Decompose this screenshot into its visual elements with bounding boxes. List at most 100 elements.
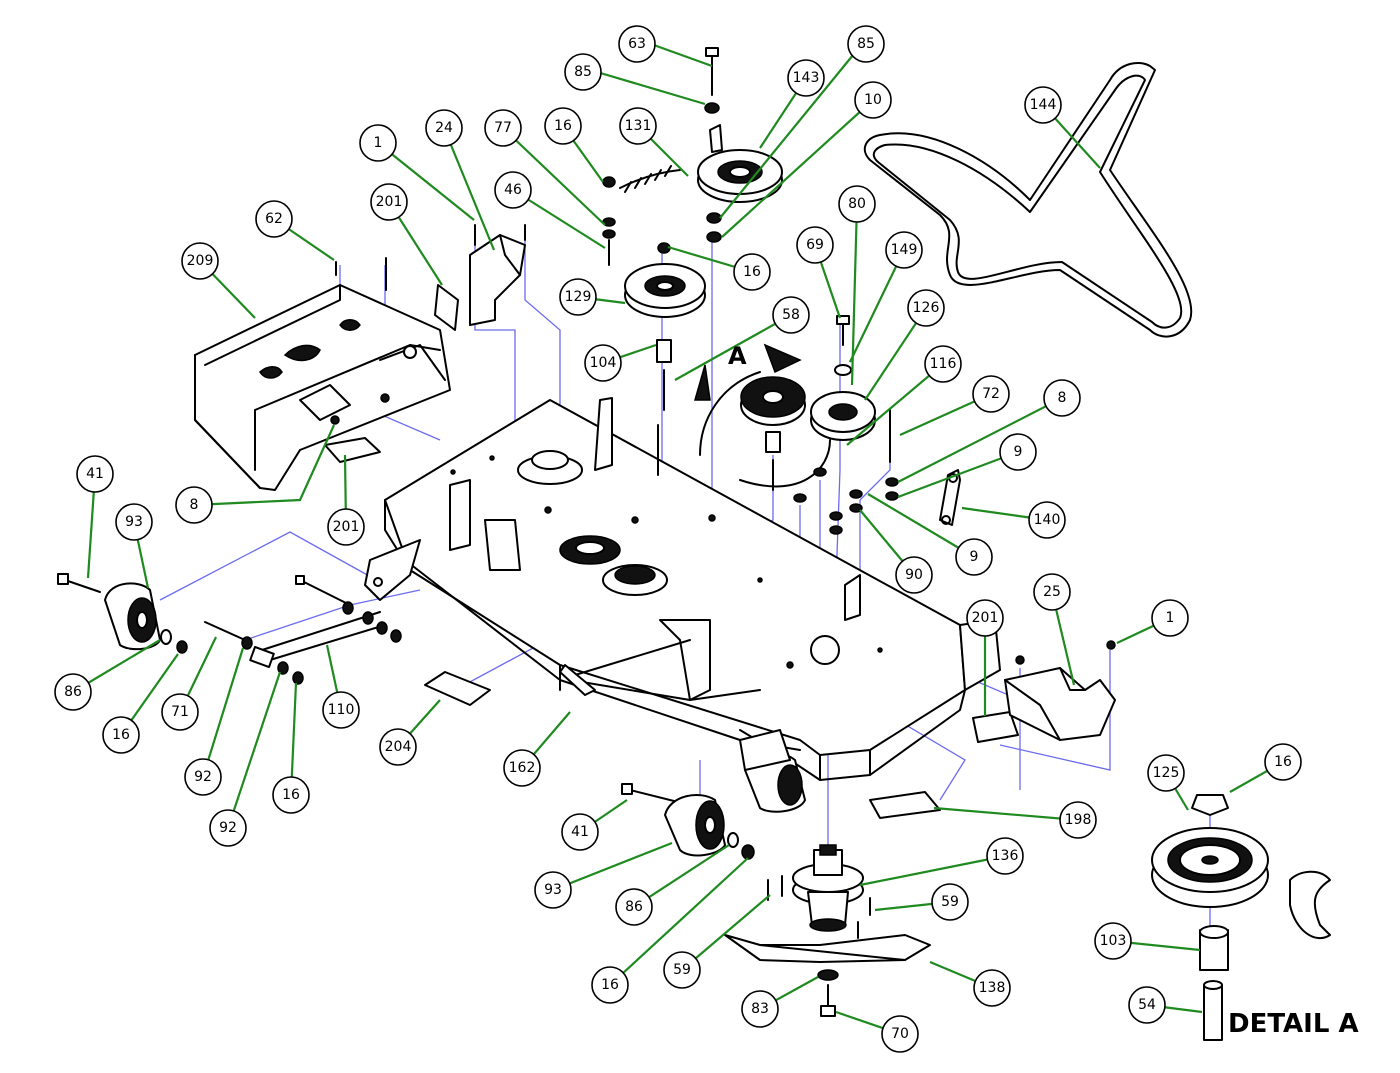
svg-text:24: 24 xyxy=(435,120,453,136)
callout-201[interactable]: 201 xyxy=(966,599,1004,637)
svg-text:16: 16 xyxy=(743,264,761,280)
callout-198[interactable]: 198 xyxy=(1059,801,1097,839)
callout-85[interactable]: 85 xyxy=(847,25,885,63)
callout-16[interactable]: 16 xyxy=(102,716,140,754)
callout-1[interactable]: 1 xyxy=(1151,599,1189,637)
callout-90[interactable]: 90 xyxy=(895,556,933,594)
callout-93[interactable]: 93 xyxy=(115,503,153,541)
callout-59[interactable]: 59 xyxy=(931,883,969,921)
svg-text:131: 131 xyxy=(625,118,652,134)
svg-text:59: 59 xyxy=(941,894,959,910)
callout-10[interactable]: 10 xyxy=(854,81,892,119)
callout-59[interactable]: 59 xyxy=(663,951,701,989)
callout-104[interactable]: 104 xyxy=(584,344,622,382)
hardware-stack-center xyxy=(602,47,722,266)
svg-text:71: 71 xyxy=(171,704,189,720)
svg-text:90: 90 xyxy=(905,567,923,583)
svg-text:8: 8 xyxy=(190,497,199,513)
callout-138[interactable]: 138 xyxy=(973,969,1011,1007)
callout-201[interactable]: 201 xyxy=(327,508,365,546)
callout-9[interactable]: 9 xyxy=(999,433,1037,471)
svg-text:125: 125 xyxy=(1153,765,1180,781)
idler-pulley-129 xyxy=(624,263,706,476)
callout-103[interactable]: 103 xyxy=(1094,922,1132,960)
view-arrow-label: A xyxy=(728,342,747,370)
callout-70[interactable]: 70 xyxy=(881,1015,919,1053)
callout-71[interactable]: 71 xyxy=(161,693,199,731)
svg-text:16: 16 xyxy=(601,977,619,993)
callout-131[interactable]: 131 xyxy=(619,107,657,145)
svg-text:104: 104 xyxy=(590,355,617,371)
callout-16[interactable]: 16 xyxy=(733,253,771,291)
callout-201[interactable]: 201 xyxy=(370,183,408,221)
callout-85[interactable]: 85 xyxy=(564,53,602,91)
svg-text:86: 86 xyxy=(64,684,82,700)
callout-16[interactable]: 16 xyxy=(544,107,582,145)
callout-110[interactable]: 110 xyxy=(322,691,360,729)
callout-116[interactable]: 116 xyxy=(924,345,962,383)
callout-143[interactable]: 143 xyxy=(787,59,825,97)
callout-41[interactable]: 41 xyxy=(76,455,114,493)
callout-86[interactable]: 86 xyxy=(615,888,653,926)
callout-8[interactable]: 8 xyxy=(1043,379,1081,417)
decal-201-lower xyxy=(324,437,381,463)
callout-69[interactable]: 69 xyxy=(796,226,834,264)
pivot-rod-assembly xyxy=(204,575,402,685)
callout-144[interactable]: 144 xyxy=(1024,86,1062,124)
callout-140[interactable]: 140 xyxy=(1028,501,1066,539)
decal-201-right xyxy=(972,711,1019,743)
svg-text:16: 16 xyxy=(554,118,572,134)
callout-136[interactable]: 136 xyxy=(986,837,1024,875)
callout-204[interactable]: 204 xyxy=(379,728,417,766)
callout-86[interactable]: 86 xyxy=(54,673,92,711)
svg-text:41: 41 xyxy=(571,824,589,840)
svg-text:204: 204 xyxy=(385,739,412,755)
callout-80[interactable]: 80 xyxy=(838,185,876,223)
wheel-93-center xyxy=(621,783,755,860)
svg-text:46: 46 xyxy=(504,182,522,198)
svg-text:70: 70 xyxy=(891,1026,909,1042)
svg-text:16: 16 xyxy=(1274,754,1292,770)
callout-24[interactable]: 24 xyxy=(425,109,463,147)
callout-92[interactable]: 92 xyxy=(209,809,247,847)
svg-text:129: 129 xyxy=(565,289,592,305)
callout-58[interactable]: 58 xyxy=(772,296,810,334)
callout-62[interactable]: 62 xyxy=(255,200,293,238)
spindle-136 xyxy=(767,844,871,939)
callout-125[interactable]: 125 xyxy=(1147,754,1185,792)
callout-41[interactable]: 41 xyxy=(561,813,599,851)
callout-9[interactable]: 9 xyxy=(955,538,993,576)
callout-54[interactable]: 54 xyxy=(1128,986,1166,1024)
callout-46[interactable]: 46 xyxy=(494,171,532,209)
callout-92[interactable]: 92 xyxy=(184,758,222,796)
decal-204 xyxy=(424,671,491,706)
svg-text:93: 93 xyxy=(125,514,143,530)
callout-126[interactable]: 126 xyxy=(907,289,945,327)
callout-16[interactable]: 16 xyxy=(1264,743,1302,781)
callout-83[interactable]: 83 xyxy=(741,990,779,1028)
callout-129[interactable]: 129 xyxy=(559,278,597,316)
belt-cover-209 xyxy=(194,257,451,491)
callout-209[interactable]: 209 xyxy=(181,242,219,280)
callout-93[interactable]: 93 xyxy=(534,871,572,909)
wheel-front-right xyxy=(739,729,806,813)
svg-text:72: 72 xyxy=(982,386,1000,402)
svg-text:80: 80 xyxy=(848,196,866,212)
svg-text:1: 1 xyxy=(1166,610,1175,626)
callout-25[interactable]: 25 xyxy=(1033,573,1071,611)
blade-138 xyxy=(724,934,931,1017)
callout-63[interactable]: 63 xyxy=(618,25,656,63)
callout-16[interactable]: 16 xyxy=(272,776,310,814)
decal-198 xyxy=(869,791,941,819)
callout-16[interactable]: 16 xyxy=(591,966,629,1004)
callout-72[interactable]: 72 xyxy=(972,375,1010,413)
svg-text:63: 63 xyxy=(628,36,646,52)
callout-1[interactable]: 1 xyxy=(359,124,397,162)
svg-text:9: 9 xyxy=(970,549,979,565)
callout-162[interactable]: 162 xyxy=(503,749,541,787)
callout-77[interactable]: 77 xyxy=(484,109,522,147)
svg-text:209: 209 xyxy=(187,253,214,269)
callout-8[interactable]: 8 xyxy=(175,486,213,524)
callout-149[interactable]: 149 xyxy=(885,231,923,269)
